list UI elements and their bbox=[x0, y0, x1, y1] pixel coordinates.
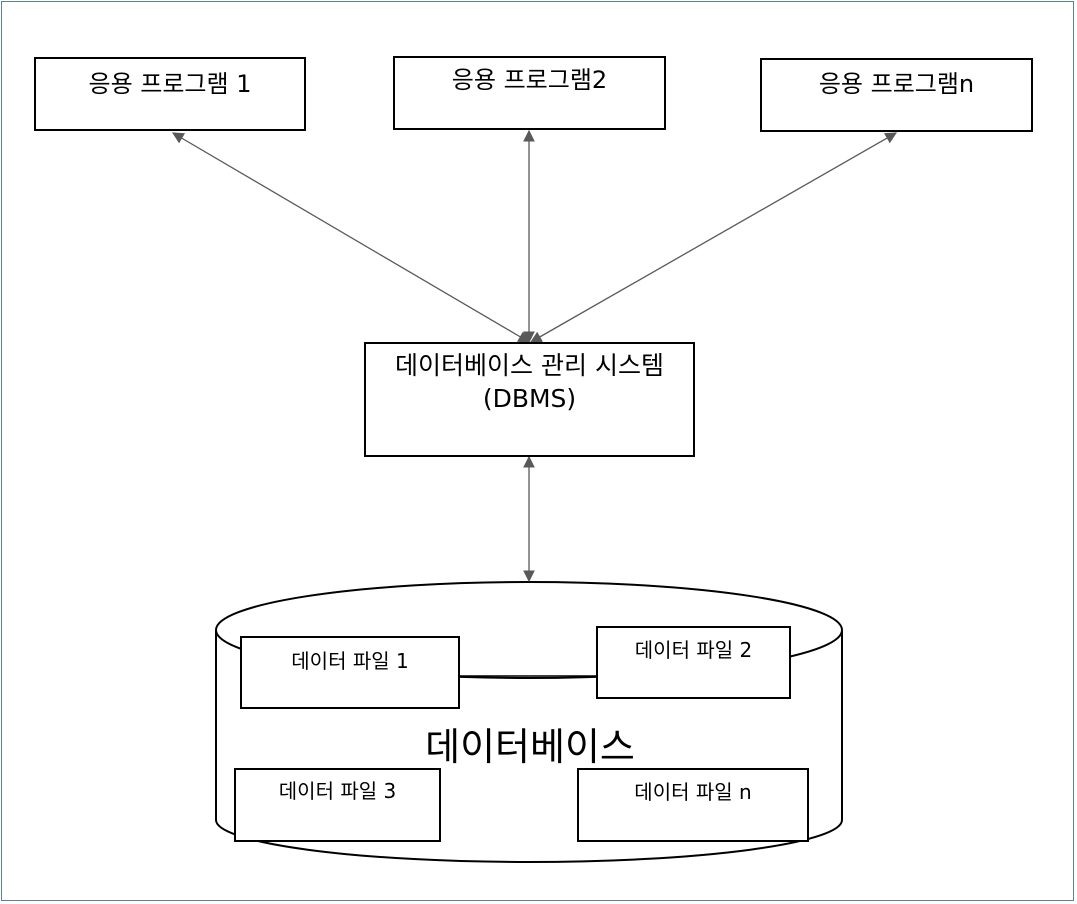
data-file-label: 데이터 파일 1 bbox=[291, 649, 409, 673]
data-file-box-1: 데이터 파일 1 bbox=[240, 636, 460, 709]
app-label: 응용 프로그램 1 bbox=[88, 70, 252, 98]
app-label: 응용 프로그램2 bbox=[451, 66, 608, 94]
app-box-2: 응용 프로그램2 bbox=[393, 56, 666, 130]
data-file-box-2: 데이터 파일 2 bbox=[596, 626, 791, 699]
arrow-appn-dbms bbox=[529, 132, 898, 343]
data-file-box-n: 데이터 파일 n bbox=[577, 768, 809, 842]
app-label: 응용 프로그램n bbox=[818, 70, 975, 98]
dbms-label: 데이터베이스 관리 시스템(DBMS) bbox=[395, 351, 664, 413]
data-file-label: 데이터 파일 2 bbox=[634, 638, 753, 662]
app-box-n: 응용 프로그램n bbox=[760, 58, 1033, 132]
data-file-box-3: 데이터 파일 3 bbox=[234, 768, 441, 842]
arrow-app1-dbms bbox=[171, 132, 531, 343]
data-file-label: 데이터 파일 3 bbox=[278, 779, 397, 803]
data-file-label: 데이터 파일 n bbox=[634, 780, 752, 804]
dbms-box: 데이터베이스 관리 시스템(DBMS) bbox=[364, 342, 695, 457]
app-box-1: 응용 프로그램 1 bbox=[34, 57, 306, 131]
database-label: 데이터베이스 bbox=[425, 725, 635, 769]
